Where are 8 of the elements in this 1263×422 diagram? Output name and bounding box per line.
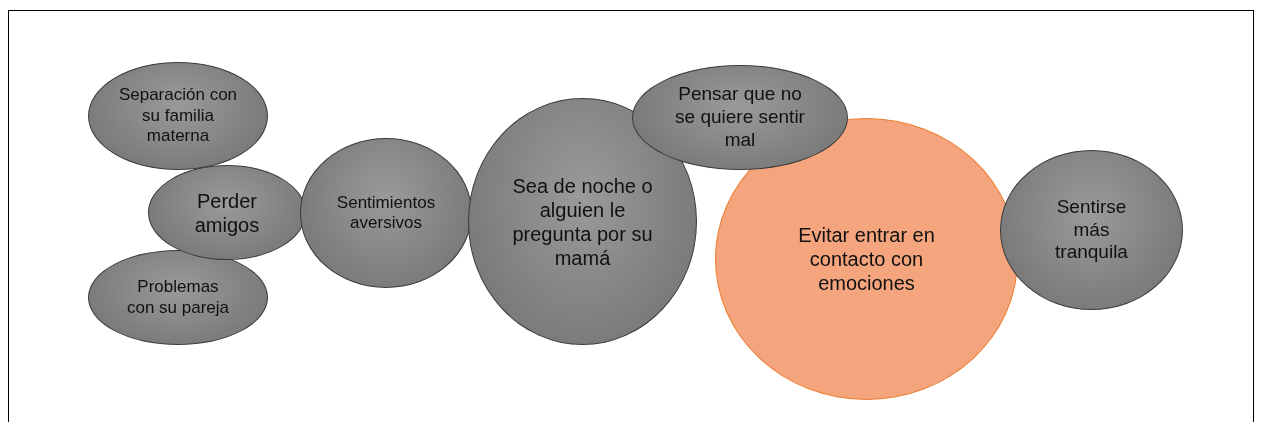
node-label: Perder amigos	[193, 188, 261, 237]
node-label: Sea de noche o alguien le pregunta por su mamá	[511, 173, 654, 270]
node-label: Sentimientos aversivos	[335, 192, 437, 234]
node-label: Separación con su familia materna	[117, 85, 239, 147]
node-label: Sentirse más tranquila	[1054, 195, 1129, 265]
node-label: Problemas con su pareja	[125, 277, 231, 318]
node-label: Evitar entrar en contacto con emociones	[797, 223, 936, 295]
node-label: Pensar que no se quiere sentir mal	[674, 83, 806, 152]
